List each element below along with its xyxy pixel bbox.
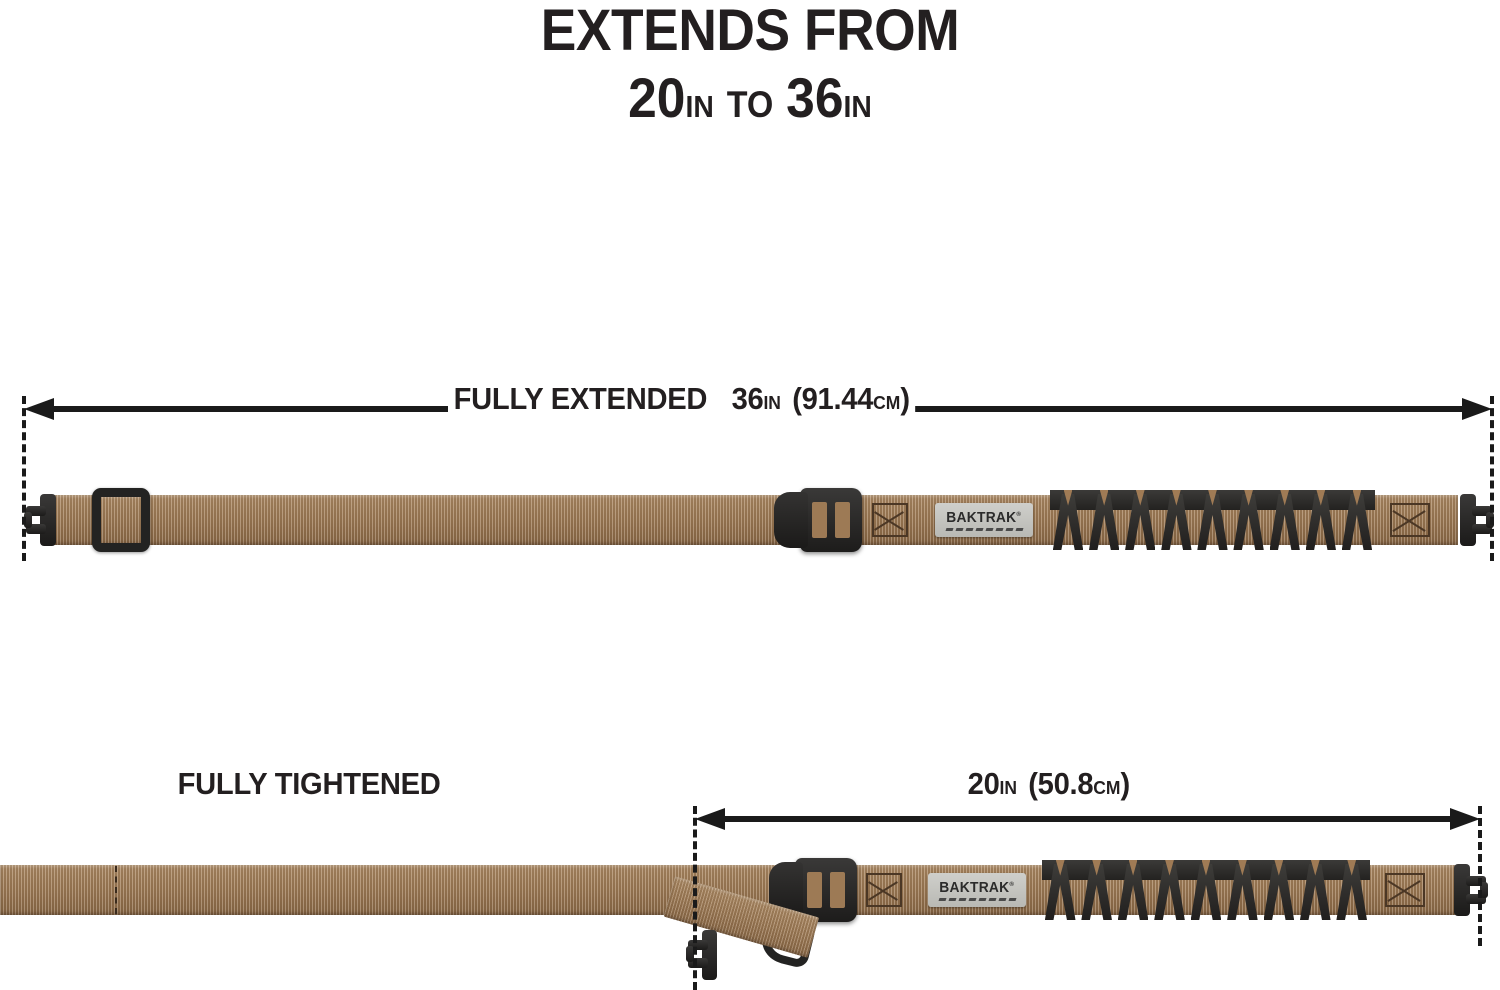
state-label-tightened: FULLY TIGHTENED: [177, 766, 441, 801]
stitch-box-tightened-2: [1385, 873, 1425, 907]
end-hook-right-tightened: [1444, 860, 1490, 920]
stitch-box-tightened-1: [866, 873, 902, 907]
chevron: [1050, 490, 1086, 550]
chevron: [1231, 490, 1267, 550]
state-label-tightened-wrap: FULLY TIGHTENED: [172, 766, 447, 802]
measure-metric-extended: (91.44: [792, 381, 874, 416]
brand-pattern-extended: [945, 527, 1023, 531]
extension-line-left-tightened: [693, 806, 697, 990]
slider-buckle-extended: [92, 488, 150, 552]
dimension-label-tightened: 20IN (50.8CM): [962, 766, 1136, 802]
stitch-box-extended-2: [1390, 503, 1430, 537]
unit-metric-extended: CM: [873, 392, 901, 413]
headline-min-unit: IN: [685, 89, 714, 124]
metric-close-tightened: ): [1120, 766, 1130, 801]
dimension-arrow-tightened: [695, 808, 1480, 830]
chevron: [1334, 860, 1370, 920]
brand-label-tightened: BAKTRAK®: [928, 873, 1026, 907]
end-hook-tail-tightened: [686, 926, 732, 984]
metric-close-extended: ): [900, 381, 910, 416]
unit-inches-extended: IN: [763, 392, 781, 413]
measure-metric-tightened: (50.8: [1028, 766, 1094, 801]
chevron: [1339, 490, 1375, 550]
chevron: [1115, 860, 1151, 920]
brand-pattern-tightened: [938, 897, 1016, 901]
arrow-head-right-extended: [1462, 398, 1492, 420]
strap-extended: BAKTRAK®: [0, 470, 1500, 570]
arrow-head-right-tightened: [1450, 808, 1480, 830]
headline-max-unit: IN: [843, 89, 872, 124]
brand-name-extended: BAKTRAK®: [946, 508, 1022, 526]
chevron: [1158, 490, 1194, 550]
grip-section-tightened: [1042, 860, 1370, 920]
arrow-head-left-tightened: [695, 808, 725, 830]
extension-line-right-extended: [1490, 396, 1494, 561]
chevron: [1122, 490, 1158, 550]
dimension-label-extended: FULLY EXTENDED 36IN (91.44CM): [448, 381, 916, 417]
headline-min-value: 20: [628, 66, 686, 129]
chevron: [1151, 860, 1187, 920]
chevron: [1303, 490, 1339, 550]
chevron: [1086, 490, 1122, 550]
extension-line-left-extended: [22, 396, 26, 561]
strap-tightened: BAKTRAK®: [0, 840, 1500, 990]
chevron: [1078, 860, 1114, 920]
chevron: [1042, 860, 1078, 920]
unit-metric-tightened: CM: [1093, 777, 1121, 798]
end-hook-left-extended: [24, 490, 70, 550]
arrow-bar-tightened: [711, 816, 1464, 822]
brand-name-tightened: BAKTRAK®: [939, 878, 1015, 896]
headline-connector: TO: [726, 84, 774, 125]
extension-line-right-tightened: [1478, 806, 1482, 946]
stitch-line-tightened: [115, 866, 117, 914]
ladder-lock-buckle-tightened: [769, 858, 857, 922]
measure-inches-extended: 36: [731, 381, 764, 416]
chevron: [1261, 860, 1297, 920]
buckle-pull-tab-extended: [774, 491, 808, 549]
chevron: [1267, 490, 1303, 550]
headline-max-value: 36: [786, 66, 844, 129]
unit-inches-tightened: IN: [999, 777, 1017, 798]
folded-tail-tightened: [663, 876, 944, 990]
chevron: [1188, 860, 1224, 920]
state-label-extended: FULLY EXTENDED: [453, 381, 708, 416]
chevron: [1297, 860, 1333, 920]
ladder-lock-buckle-extended: [774, 488, 862, 552]
stitch-box-extended-1: [872, 503, 908, 537]
arrow-head-left-extended: [24, 398, 54, 420]
chevron: [1224, 860, 1260, 920]
chevron: [1194, 490, 1230, 550]
brand-label-extended: BAKTRAK®: [935, 503, 1033, 537]
measure-inches-tightened: 20: [967, 766, 1000, 801]
grip-section-extended: [1050, 490, 1375, 550]
headline-line-1: EXTENDS FROM: [540, 0, 960, 63]
